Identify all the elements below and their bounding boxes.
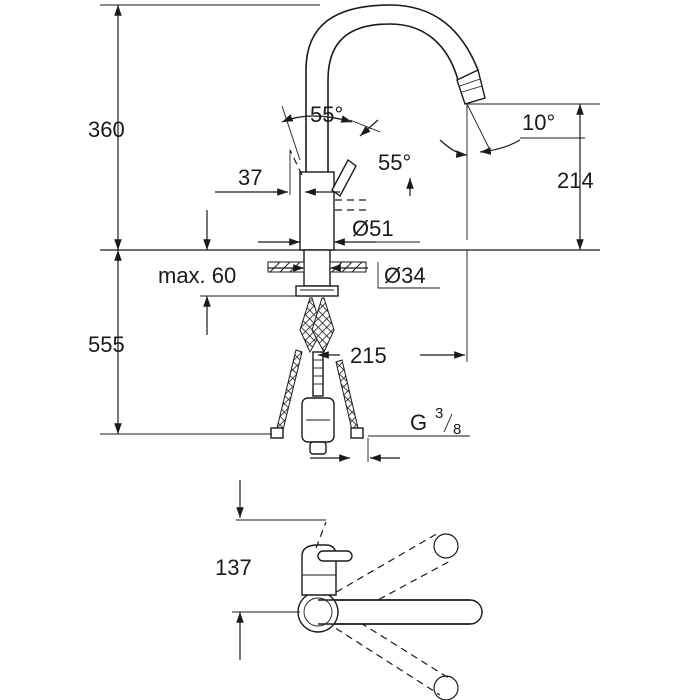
dim-height-360: 360 (88, 4, 320, 250)
dim-lever-offset-37: 37 (215, 150, 340, 196)
dim-lever-angle-side: 55° (359, 119, 414, 196)
dim-55-side-label: 55° (378, 150, 411, 175)
dim-51-label: Ø51 (352, 216, 394, 241)
aerator (456, 69, 486, 105)
supply-hoses (270, 297, 364, 455)
dim-thread-size: G 3 8 (310, 405, 470, 462)
faucet-body (299, 171, 335, 251)
dim-max60-label: max. 60 (158, 263, 236, 288)
dim-10deg-label: 10° (522, 110, 555, 135)
dim-lever-angle-top: 55° (281, 102, 381, 161)
dim-hole-diameter: Ø34 (268, 262, 440, 289)
dim-137-label: 137 (215, 555, 252, 580)
faucet-elevation (289, 4, 486, 297)
dim-counter-thickness: max. 60 (158, 210, 300, 335)
lever-handle (331, 158, 357, 198)
thread-letter: G (410, 410, 427, 435)
dim-555-label: 555 (88, 332, 125, 357)
dim-215-label: 215 (350, 343, 387, 368)
dim-55-top-label: 55° (310, 102, 343, 127)
dim-spout-reach-215: 215 (318, 250, 468, 368)
dim-spout-angle: 10° (439, 103, 585, 240)
dim-360-label: 360 (88, 117, 125, 142)
thread-denominator: 8 (453, 421, 461, 438)
dim-top-depth-137: 137 (215, 480, 300, 660)
dim-214-label: 214 (557, 168, 594, 193)
counter-section-hatch (267, 261, 367, 273)
dim-37-label: 37 (238, 165, 262, 190)
dim-34-label: Ø34 (384, 263, 426, 288)
dim-spout-height-214: 214 (468, 103, 600, 250)
faucet-top-view (236, 519, 483, 700)
dim-body-diameter: Ø51 (258, 216, 420, 246)
dim-hose-length-555: 555 (88, 250, 272, 435)
thread-numerator: 3 (435, 405, 443, 422)
